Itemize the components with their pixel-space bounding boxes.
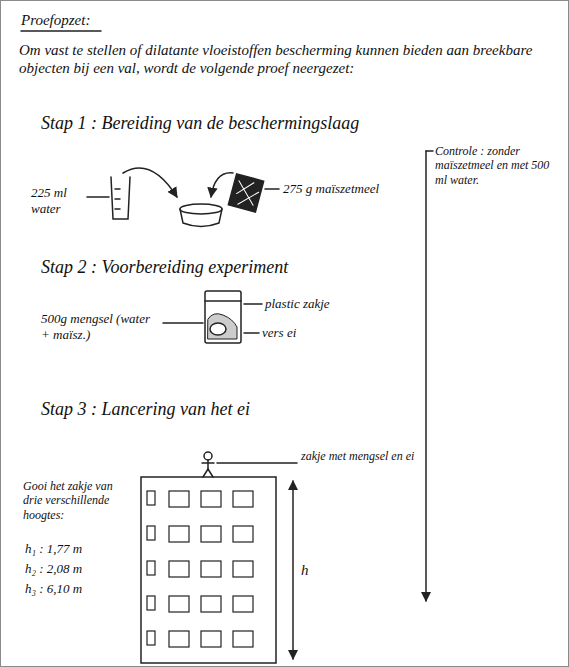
mixture-label: 500g mengsel (water + maïsz.) [41,311,161,342]
leader-line [244,332,259,334]
ingredient-label: 275 g maïszetmeel [283,181,413,197]
person [202,452,214,477]
cornstarch-box [228,174,263,212]
dimension-label: h [301,561,309,579]
height-arrow [292,481,294,659]
egg [210,323,226,335]
height-value: h₃ : 6,10 m [25,581,82,597]
pour-arrow [123,168,177,197]
plastic-bag [205,291,241,343]
measuring-cylinder [111,177,130,219]
title: Proefopzet: [21,11,90,29]
leader-line [265,188,279,190]
leader-line [217,462,297,464]
step-heading: Stap 1 : Bereiding van de beschermingsla… [41,113,359,135]
step-heading: Stap 2 : Voorbereiding experiment [41,257,288,279]
windows [147,491,253,647]
instruction-text: Gooi het zakje van drie verschillende ho… [23,479,133,522]
title-underline [21,30,101,32]
control-note: Controle : zonder maïszetmeel en met 500… [435,144,557,187]
leader-line [163,322,203,324]
bowl [180,204,222,214]
building [141,477,276,663]
leader-line [244,303,262,305]
step-heading: Stap 3 : Lancering van het ei [41,399,250,421]
control-arrow [425,151,427,601]
part-label: plastic zakje [265,296,385,312]
leader-line [87,196,109,198]
intro-text: Om vast te stellen of dilatante vloeisto… [19,41,549,77]
ingredient-label: 225 ml water [31,185,86,216]
height-value: h₁ : 1,77 m [25,541,82,557]
part-label: vers ei [262,325,382,341]
pour-arrow [211,173,233,197]
height-value: h₂ : 2,08 m [25,561,82,577]
part-label: zakje met mengsel en ei [301,449,419,463]
